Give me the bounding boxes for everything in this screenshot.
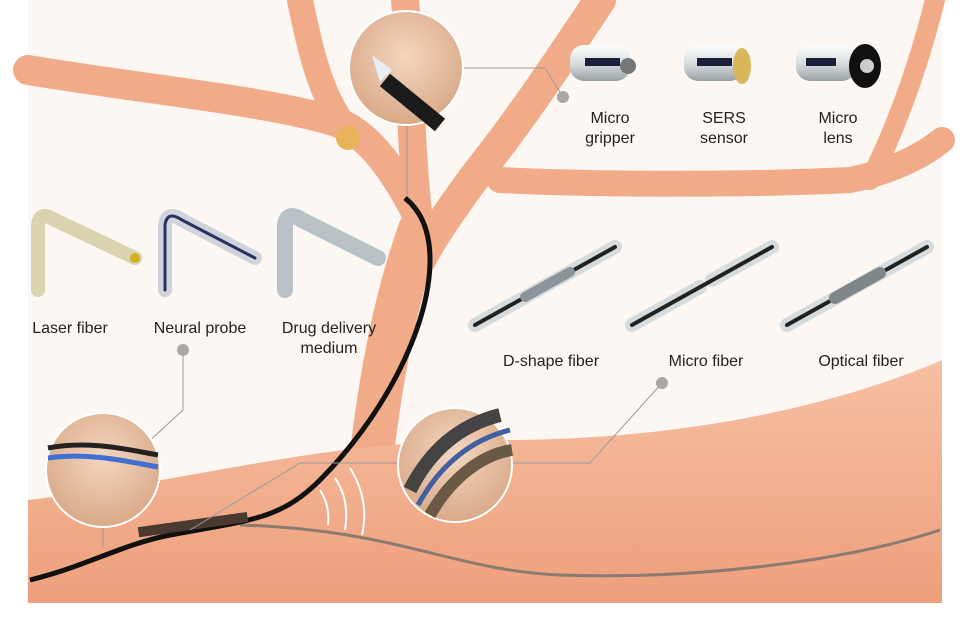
- label-line: Micro: [590, 110, 630, 127]
- label-drug-delivery-medium: Drug delivery medium: [282, 319, 376, 359]
- label-line: Laser fiber: [32, 320, 108, 337]
- clot: [336, 126, 360, 150]
- label-line: Neural probe: [153, 320, 247, 337]
- label-line: SERS: [702, 110, 746, 127]
- label-line: medium: [300, 340, 358, 357]
- sers-sensor-icon: [684, 45, 751, 84]
- magnifier-neural-probe: [45, 412, 161, 528]
- label-line: Drug delivery: [281, 320, 377, 337]
- label-micro-lens: Micro lens: [818, 109, 857, 149]
- implanted-fiber: [29, 196, 433, 583]
- label-line: Optical fiber: [818, 353, 904, 370]
- label-line: gripper: [585, 130, 635, 147]
- label-line: Micro: [818, 110, 858, 127]
- label-line: Micro fiber: [668, 353, 744, 370]
- fiber-type-icons: [468, 240, 934, 332]
- label-d-shape-fiber: D-shape fiber: [503, 352, 599, 372]
- d-shape-fiber-icon: [468, 240, 622, 332]
- callout-dot: [656, 377, 668, 389]
- micro-fiber-icon: [625, 240, 779, 332]
- label-optical-fiber: Optical fiber: [818, 352, 903, 372]
- functional-fiber-icons: [31, 208, 386, 298]
- nerve-line: [239, 523, 941, 578]
- label-laser-fiber: Laser fiber: [32, 319, 108, 339]
- blood-vessels: [13, 0, 955, 492]
- label-line: D-shape fiber: [502, 353, 600, 370]
- micro-gripper-icon: [570, 45, 636, 81]
- micro-lens-icon: [796, 44, 881, 88]
- callout-dot: [557, 91, 569, 103]
- label-micro-fiber: Micro fiber: [669, 352, 744, 372]
- label-sers-sensor: SERS sensor: [700, 109, 748, 149]
- label-neural-probe: Neural probe: [154, 319, 247, 339]
- optical-fiber-icon: [780, 240, 934, 332]
- label-line: sensor: [699, 130, 749, 147]
- label-line: lens: [823, 130, 853, 147]
- ultrasound-waves-icon: [319, 467, 366, 536]
- label-micro-gripper: Micro gripper: [585, 109, 635, 149]
- drug-delivery-icon: [277, 208, 386, 298]
- callout-dot: [177, 344, 189, 356]
- magnifier-fiber-tip: [348, 10, 464, 132]
- laser-fiber-icon: [31, 209, 142, 297]
- callout-lines: [102, 67, 663, 548]
- magnifier-mesh-fiber: [397, 407, 514, 523]
- fiber-mesh-segment: [137, 511, 249, 538]
- tip-device-icons: [570, 44, 881, 88]
